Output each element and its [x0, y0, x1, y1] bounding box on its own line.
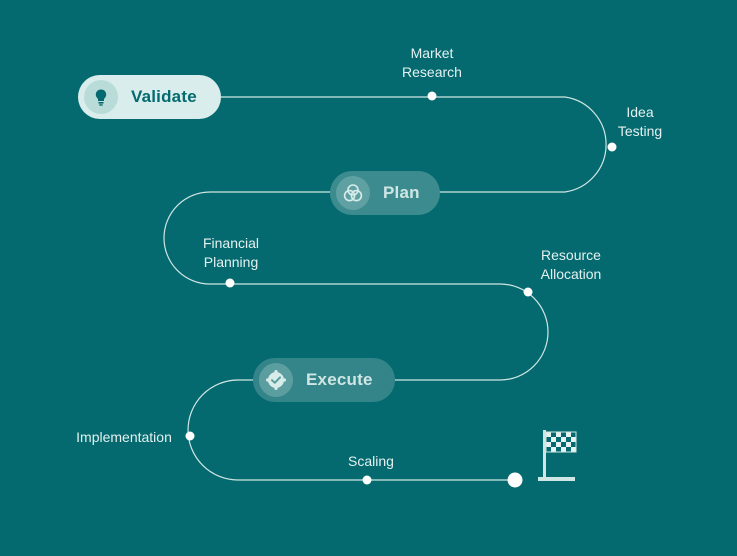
lightbulb-icon — [84, 80, 118, 114]
milestone-idea-testing: Idea Testing — [606, 103, 674, 141]
milestone-dot-implementation — [185, 431, 195, 441]
stage-execute: Execute — [253, 358, 395, 402]
finish-dot — [507, 472, 523, 488]
milestone-label-line: Allocation — [540, 266, 602, 282]
milestone-financial-planning: Financial Planning — [190, 234, 272, 272]
milestone-label-line: Testing — [617, 123, 663, 139]
stage-validate-label: Validate — [131, 87, 197, 106]
milestone-label-line: Resource — [541, 247, 601, 263]
milestone-label-line: Market — [410, 45, 454, 61]
stage-plan-label: Plan — [383, 183, 420, 202]
milestone-resource-allocation: Resource Allocation — [528, 246, 614, 284]
overlapping-circles-icon — [336, 176, 370, 210]
check-gear-icon — [259, 363, 293, 397]
milestone-label-line: Research — [402, 64, 462, 80]
milestone-scaling: Scaling — [336, 452, 406, 471]
milestone-implementation: Implementation — [64, 428, 184, 447]
milestone-market-research: Market Research — [392, 44, 472, 82]
stage-validate: Validate — [78, 75, 221, 119]
winding-road-line — [163, 96, 607, 481]
milestone-dot-financial-planning — [225, 278, 235, 288]
stage-plan: Plan — [330, 171, 440, 215]
milestone-label-line: Idea — [626, 104, 654, 120]
milestone-label-line: Scaling — [348, 453, 394, 469]
milestone-label-line: Implementation — [76, 429, 172, 445]
milestone-label-line: Planning — [203, 254, 259, 270]
milestone-dot-market-research — [427, 91, 437, 101]
stage-execute-label: Execute — [306, 370, 373, 389]
milestone-label-line: Financial — [202, 235, 260, 251]
milestone-dot-resource-allocation — [523, 287, 533, 297]
checkered-flag-icon — [536, 430, 580, 489]
milestone-dot-scaling — [362, 475, 372, 485]
milestone-dot-idea-testing — [607, 142, 617, 152]
